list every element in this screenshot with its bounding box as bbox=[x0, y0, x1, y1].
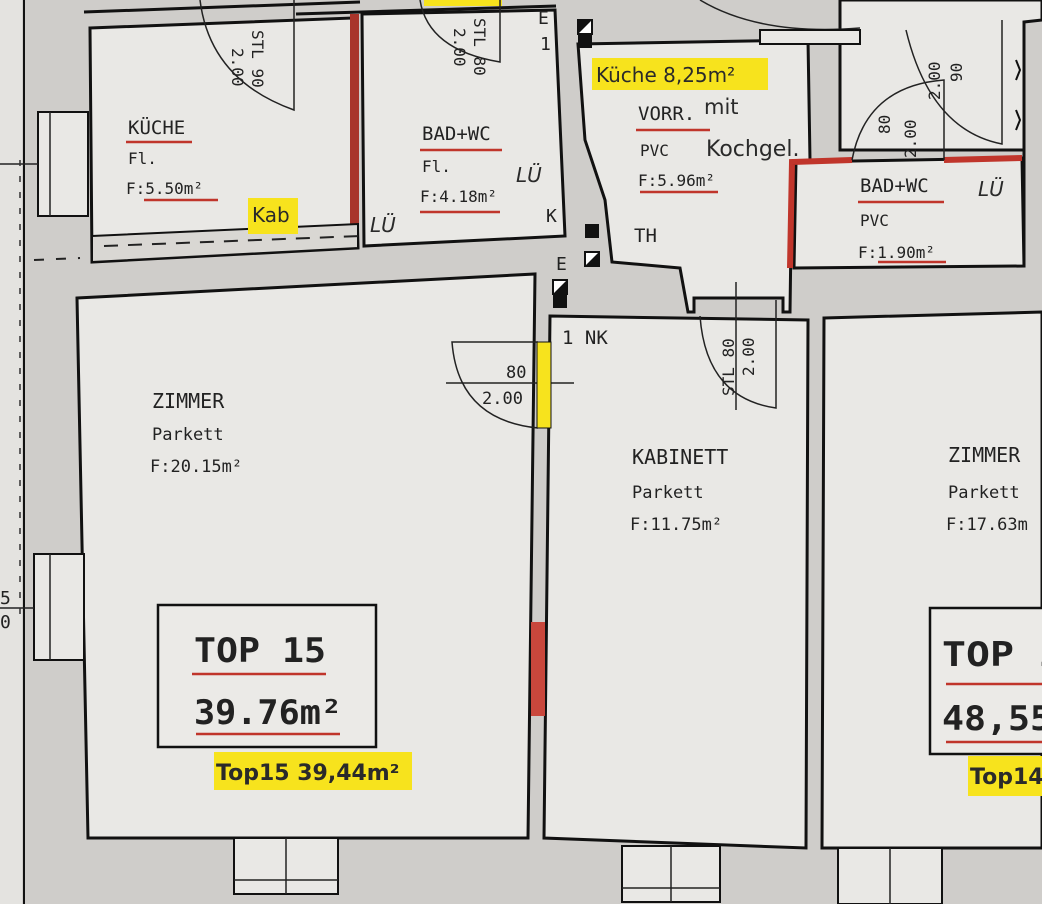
vorraum-name: VORR. bbox=[638, 103, 695, 125]
door-stl80-top-label: STL 80 2.00 bbox=[450, 18, 489, 76]
kueche-area: F:5.50m² bbox=[126, 179, 203, 198]
top-door-highlight bbox=[424, 0, 502, 6]
top14-area: 48,55 bbox=[942, 699, 1042, 739]
bad-left-name: BAD+WC bbox=[422, 123, 491, 145]
door-swing-80-bad bbox=[851, 79, 945, 161]
svg-text:2.00: 2.00 bbox=[925, 61, 944, 100]
kabinett-area: F:11.75m² bbox=[630, 515, 722, 535]
door-swing-stl80-kab bbox=[699, 300, 777, 409]
shaft-markers bbox=[552, 19, 600, 308]
kabinett-name: KABINETT bbox=[632, 445, 728, 469]
svg-text:STL 80: STL 80 bbox=[470, 18, 489, 76]
window-kueche bbox=[0, 111, 89, 217]
wall-top-left bbox=[83, 0, 361, 14]
kochgel-note: Kochgel. bbox=[706, 137, 799, 162]
top14-box: TOP 1 48,55 bbox=[928, 606, 1042, 756]
bad-right-floor: PVC bbox=[860, 211, 889, 230]
vorraum-floor: PVC bbox=[640, 141, 669, 160]
one-label: 1 bbox=[540, 34, 551, 55]
kueche-total-highlight bbox=[592, 58, 768, 90]
top14-actual-highlight bbox=[968, 756, 1042, 796]
top15-actual-highlight bbox=[214, 752, 412, 790]
stairs-block bbox=[759, 29, 861, 45]
svg-text:80: 80 bbox=[875, 115, 894, 134]
zimmer-right-area: F:17.63m bbox=[946, 515, 1028, 535]
room-kabinett bbox=[542, 314, 810, 850]
door-swing-80-zimmer bbox=[451, 341, 539, 429]
door-80-bad-label: 80 2.00 bbox=[875, 115, 920, 158]
zimmer-right-name: ZIMMER bbox=[948, 443, 1021, 467]
bad-right-name: BAD+WC bbox=[860, 175, 929, 197]
right-edge-jagged bbox=[1015, 59, 1022, 131]
door-stl90-label: STL 90 2.00 bbox=[228, 30, 267, 88]
door-zimmer-highlight bbox=[536, 341, 552, 429]
top15-box: TOP 15 39.76m² bbox=[156, 603, 378, 749]
e-mid-label: E bbox=[556, 254, 567, 275]
bad-left-area: F:4.18m² bbox=[420, 187, 497, 206]
top15-title: TOP 15 bbox=[194, 631, 326, 671]
door-80-zimmer-height: 2.00 bbox=[482, 389, 523, 409]
red-wall-zimmer-kabinett bbox=[531, 622, 545, 716]
kab-note: Kab bbox=[252, 203, 290, 227]
kab-highlight bbox=[248, 198, 298, 234]
kueche-name: KÜCHE bbox=[128, 116, 185, 139]
vorraum-area: F:5.96m² bbox=[638, 171, 715, 190]
window-kabinett-bottom bbox=[621, 845, 721, 903]
bad-left-floor: Fl. bbox=[422, 157, 451, 176]
kueche-total: Küche 8,25m² bbox=[596, 63, 735, 87]
dash-left bbox=[33, 257, 81, 261]
room-bad-left bbox=[360, 8, 567, 248]
zimmer-left-name: ZIMMER bbox=[152, 389, 225, 413]
svg-text:STL 90: STL 90 bbox=[248, 30, 267, 88]
door-swing-stl90 bbox=[199, 0, 295, 112]
door-swing-90-right bbox=[905, 20, 1003, 145]
dash-kab-line bbox=[103, 235, 361, 247]
kabinett-floor: Parkett bbox=[632, 483, 704, 503]
door-swing-stl80-top bbox=[419, 0, 501, 63]
zimmer-left-area: F:20.15m² bbox=[150, 457, 242, 477]
nk-label: 1 NK bbox=[562, 327, 608, 349]
lue-note-1: LÜ bbox=[370, 213, 396, 237]
top15-area: 39.76m² bbox=[194, 693, 342, 733]
window-zimmer-right-bottom bbox=[837, 847, 943, 904]
outer-strip-left bbox=[0, 0, 22, 904]
door-80-zimmer-width: 80 bbox=[506, 363, 526, 383]
top14-title: TOP 1 bbox=[942, 635, 1042, 675]
svg-text:STL 80: STL 80 bbox=[719, 338, 738, 396]
mit-note: mit bbox=[704, 95, 739, 119]
th-label: TH bbox=[634, 225, 657, 247]
edge-left-top: 5 bbox=[0, 588, 11, 609]
red-wall-bad-right bbox=[787, 157, 853, 269]
zimmer-right-floor: Parkett bbox=[948, 483, 1020, 503]
window-zimmer-left bbox=[0, 553, 85, 661]
svg-text:2.00: 2.00 bbox=[901, 119, 920, 158]
zimmer-left-floor: Parkett bbox=[152, 425, 224, 445]
red-wall-bad-right-top bbox=[943, 155, 1023, 163]
wall-top-mid bbox=[295, 4, 557, 16]
window-zimmer-bottom bbox=[233, 837, 339, 895]
bad-right-area: F:1.90m² bbox=[858, 243, 935, 262]
lue-note-3: LÜ bbox=[978, 177, 1004, 201]
top14-actual: Top14 bbox=[970, 765, 1042, 790]
lue-note-2: LÜ bbox=[516, 163, 542, 187]
edge-left-bottom: 0 bbox=[0, 612, 11, 633]
top15-actual: Top15 39,44m² bbox=[216, 761, 399, 786]
door-90-right-label: 2.00 90 bbox=[925, 61, 966, 100]
svg-text:2.00: 2.00 bbox=[739, 337, 758, 376]
svg-text:90: 90 bbox=[947, 63, 966, 82]
red-wall-kueche-bad bbox=[350, 14, 359, 248]
k-label: K bbox=[546, 206, 557, 227]
svg-text:2.00: 2.00 bbox=[450, 28, 469, 67]
e-top-label: E bbox=[538, 8, 549, 29]
door-stl80-kab-label: STL 80 2.00 bbox=[719, 337, 758, 396]
kueche-floor: Fl. bbox=[128, 149, 157, 168]
svg-text:2.00: 2.00 bbox=[228, 48, 247, 87]
